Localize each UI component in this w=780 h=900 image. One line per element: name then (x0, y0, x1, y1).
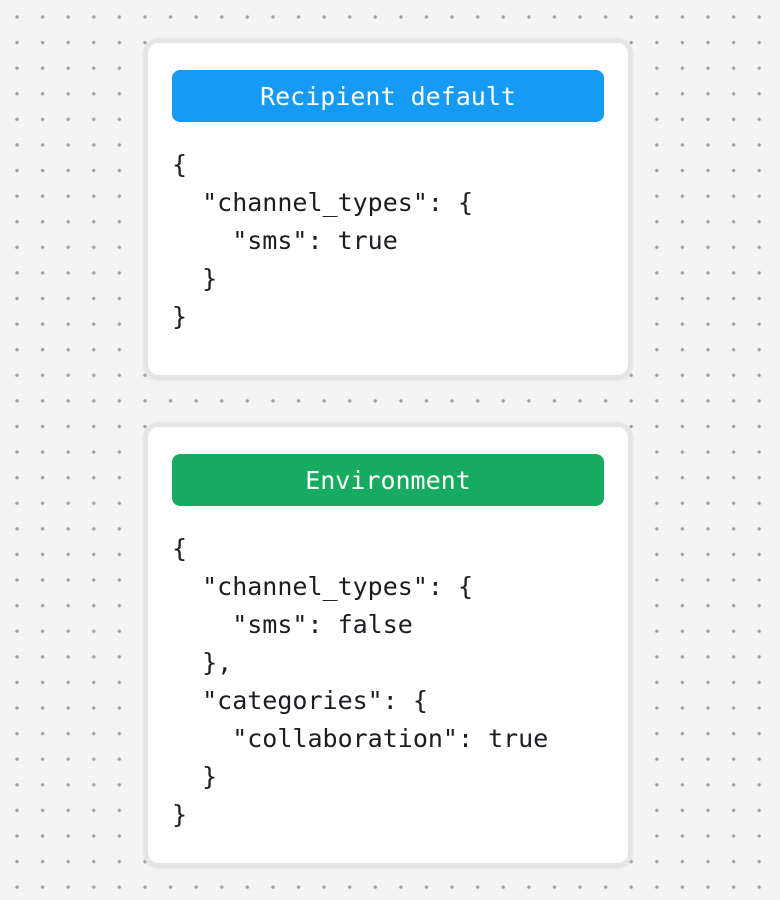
environment-card: Environment { "channel_types": { "sms": … (143, 422, 633, 868)
recipient-default-json-code: { "channel_types": { "sms": true } } (172, 150, 474, 331)
environment-json-code: { "channel_types": { "sms": false }, "ca… (172, 534, 549, 829)
recipient-default-header: Recipient default (172, 70, 604, 122)
recipient-default-card: Recipient default { "channel_types": { "… (143, 38, 633, 380)
environment-header: Environment (172, 454, 604, 506)
